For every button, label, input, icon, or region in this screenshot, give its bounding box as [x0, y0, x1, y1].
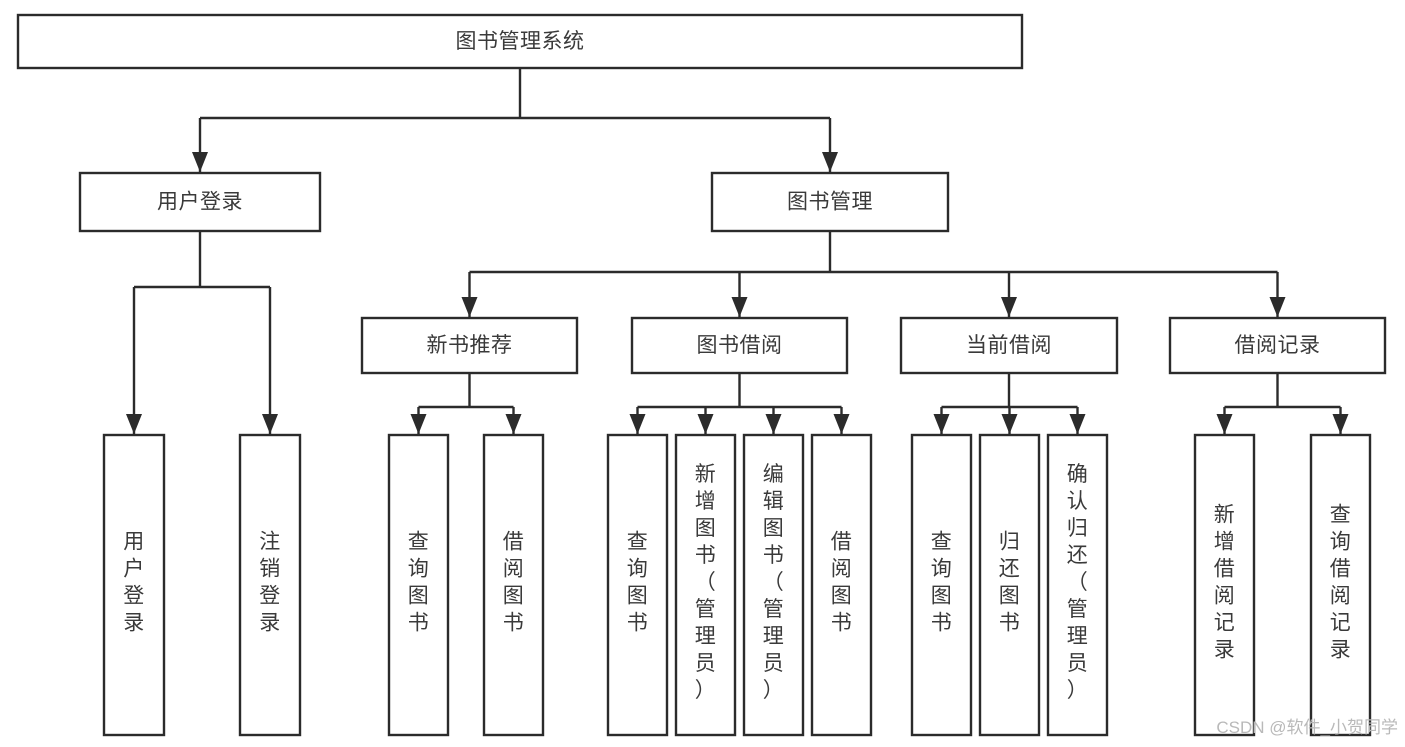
csdn-watermark: CSDN @软件_小贺同学 — [1216, 718, 1398, 737]
arrow-to-b-book-2 — [833, 414, 850, 434]
arrow-to-edit-book — [765, 414, 782, 434]
node-b-book-2[interactable]: 借阅图书 — [810, 433, 873, 737]
arrow-to-book-borrow — [731, 297, 748, 317]
node-box-root[interactable] — [16, 13, 1024, 70]
arrow-to-logout — [262, 414, 278, 434]
arrow-to-q-book-3 — [933, 414, 950, 434]
node-add-book[interactable]: 新增图书（管理员） — [674, 433, 737, 737]
node-confirm-return[interactable]: 确认归还（管理员） — [1046, 433, 1109, 737]
arrow-to-add-record — [1216, 414, 1233, 434]
node-label-book-borrow: 图书借阅 — [697, 334, 783, 357]
node-box-q-book-2[interactable] — [606, 433, 669, 737]
node-label-new-book-rec: 新书推荐 — [427, 334, 513, 357]
node-box-borrow-record[interactable] — [1168, 316, 1387, 375]
node-box-b-book-1[interactable] — [482, 433, 545, 737]
node-book-borrow[interactable]: 图书借阅 — [630, 316, 849, 375]
node-b-book-1[interactable]: 借阅图书 — [482, 433, 545, 737]
node-label-user-login: 用户登录 — [157, 191, 243, 214]
node-borrow-record[interactable]: 借阅记录 — [1168, 316, 1387, 375]
node-box-q-book-1[interactable] — [387, 433, 450, 737]
arrow-to-b-book-1 — [505, 414, 522, 434]
node-label-book-manage: 图书管理 — [787, 191, 873, 214]
node-box-new-book-rec[interactable] — [360, 316, 579, 375]
node-box-current-borrow[interactable] — [899, 316, 1119, 375]
node-label-add-record: 新增借阅记录 — [1214, 504, 1236, 662]
arrow-to-query-record — [1332, 414, 1349, 434]
node-new-book-rec[interactable]: 新书推荐 — [360, 316, 579, 375]
node-label-q-book-2: 查询图书 — [627, 531, 649, 635]
node-label-logout: 注销登录 — [259, 531, 281, 635]
node-label-edit-book: 编辑图书（管理员） — [763, 463, 785, 702]
node-current-borrow[interactable]: 当前借阅 — [899, 316, 1119, 375]
node-label-confirm-return: 确认归还（管理员） — [1067, 463, 1089, 702]
node-label-add-book: 新增图书（管理员） — [695, 463, 717, 702]
node-q-book-3[interactable]: 查询图书 — [910, 433, 973, 737]
node-add-record[interactable]: 新增借阅记录 — [1193, 433, 1256, 737]
node-box-query-record[interactable] — [1309, 433, 1372, 737]
node-label-q-book-1: 查询图书 — [408, 531, 430, 635]
arrow-to-q-book-1 — [410, 414, 427, 434]
arrow-to-login — [126, 414, 142, 434]
node-label-query-record: 查询借阅记录 — [1330, 504, 1352, 662]
node-logout[interactable]: 注销登录 — [238, 433, 302, 737]
node-q-book-2[interactable]: 查询图书 — [606, 433, 669, 737]
arrow-to-add-book — [697, 414, 714, 434]
node-box-edit-book[interactable] — [742, 433, 805, 737]
node-box-q-book-3[interactable] — [910, 433, 973, 737]
connectors-layer — [126, 68, 1349, 434]
node-root[interactable]: 图书管理系统 — [16, 13, 1024, 70]
node-label-login: 用户登录 — [123, 531, 145, 635]
nodes-layer: 图书管理系统用户登录图书管理新书推荐图书借阅当前借阅借阅记录用户登录注销登录查询… — [16, 13, 1387, 737]
arrow-to-borrow-record — [1269, 297, 1286, 317]
node-edit-book[interactable]: 编辑图书（管理员） — [742, 433, 805, 737]
arrow-to-user-login — [192, 152, 208, 172]
node-label-q-book-3: 查询图书 — [931, 531, 953, 635]
node-user-login[interactable]: 用户登录 — [78, 171, 322, 233]
node-label-current-borrow: 当前借阅 — [966, 334, 1052, 357]
node-label-b-book-2: 借阅图书 — [831, 531, 853, 635]
node-login[interactable]: 用户登录 — [102, 433, 166, 737]
arrow-to-return-book — [1001, 414, 1018, 434]
node-box-add-book[interactable] — [674, 433, 737, 737]
arrow-to-confirm-return — [1069, 414, 1086, 434]
node-label-root: 图书管理系统 — [456, 30, 585, 53]
node-label-borrow-record: 借阅记录 — [1235, 334, 1321, 357]
node-box-book-manage[interactable] — [710, 171, 950, 233]
node-return-book[interactable]: 归还图书 — [978, 433, 1041, 737]
node-box-add-record[interactable] — [1193, 433, 1256, 737]
arrow-to-book-manage — [822, 152, 838, 172]
node-box-user-login[interactable] — [78, 171, 322, 233]
node-book-manage[interactable]: 图书管理 — [710, 171, 950, 233]
node-box-book-borrow[interactable] — [630, 316, 849, 375]
node-label-return-book: 归还图书 — [999, 531, 1021, 635]
arrow-to-new-book-rec — [461, 297, 478, 317]
node-query-record[interactable]: 查询借阅记录 — [1309, 433, 1372, 737]
node-label-b-book-1: 借阅图书 — [503, 531, 525, 635]
node-box-b-book-2[interactable] — [810, 433, 873, 737]
node-box-return-book[interactable] — [978, 433, 1041, 737]
node-q-book-1[interactable]: 查询图书 — [387, 433, 450, 737]
node-box-login[interactable] — [102, 433, 166, 737]
arrow-to-q-book-2 — [629, 414, 646, 434]
node-box-confirm-return[interactable] — [1046, 433, 1109, 737]
node-box-logout[interactable] — [238, 433, 302, 737]
arrow-to-current-borrow — [1001, 297, 1017, 317]
